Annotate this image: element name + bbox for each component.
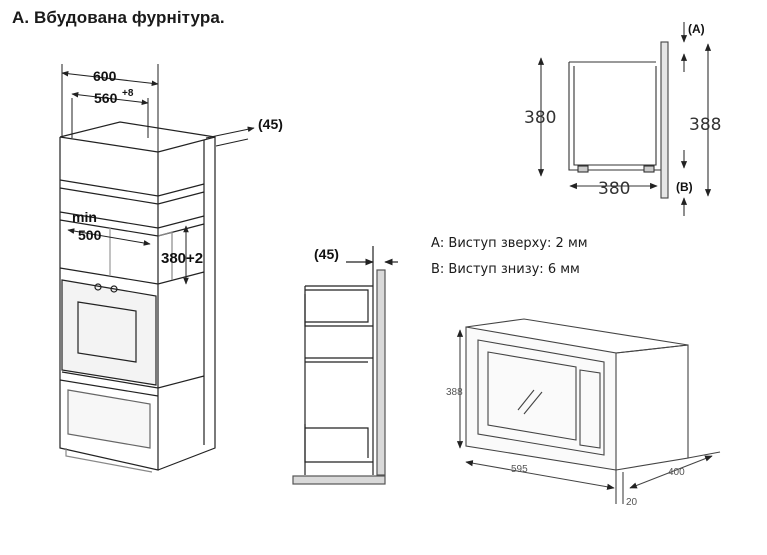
side-section-offset: (45)	[314, 246, 339, 262]
page-title: А. Вбудована фурнітура.	[12, 8, 225, 27]
appliance-depth: 400	[668, 467, 685, 478]
appliance-drawing	[456, 318, 721, 504]
mount-label-b: (B)	[676, 180, 693, 194]
note-top-protrusion: А: Виступ зверху: 2 мм	[431, 236, 588, 251]
mount-height-inner: 380	[524, 108, 556, 128]
cabinet-width-total: 600	[93, 68, 117, 84]
mount-section-drawing	[537, 22, 712, 216]
cabinet-width-inner: 560	[94, 90, 118, 106]
cabinet-drawing	[59, 121, 216, 473]
note-bottom-protrusion: В: Виступ знизу: 6 мм	[431, 262, 580, 277]
appliance-front-depth: 20	[626, 497, 638, 508]
appliance-width: 595	[511, 464, 528, 475]
cabinet-depth-offset: (45)	[258, 116, 283, 132]
appliance-height: 388	[446, 387, 463, 398]
cabinet-dimensions	[61, 64, 255, 462]
mount-label-a: (A)	[688, 22, 705, 36]
cabinet-width-tolerance: +8	[122, 88, 134, 99]
cabinet-min-value: 500	[78, 227, 102, 243]
mount-depth: 380	[598, 179, 630, 199]
side-section-drawing	[292, 246, 398, 485]
cabinet-niche-height: 380+2	[161, 250, 203, 267]
mount-height-outer: 388	[689, 115, 721, 135]
cabinet-min-label: min	[72, 209, 97, 225]
